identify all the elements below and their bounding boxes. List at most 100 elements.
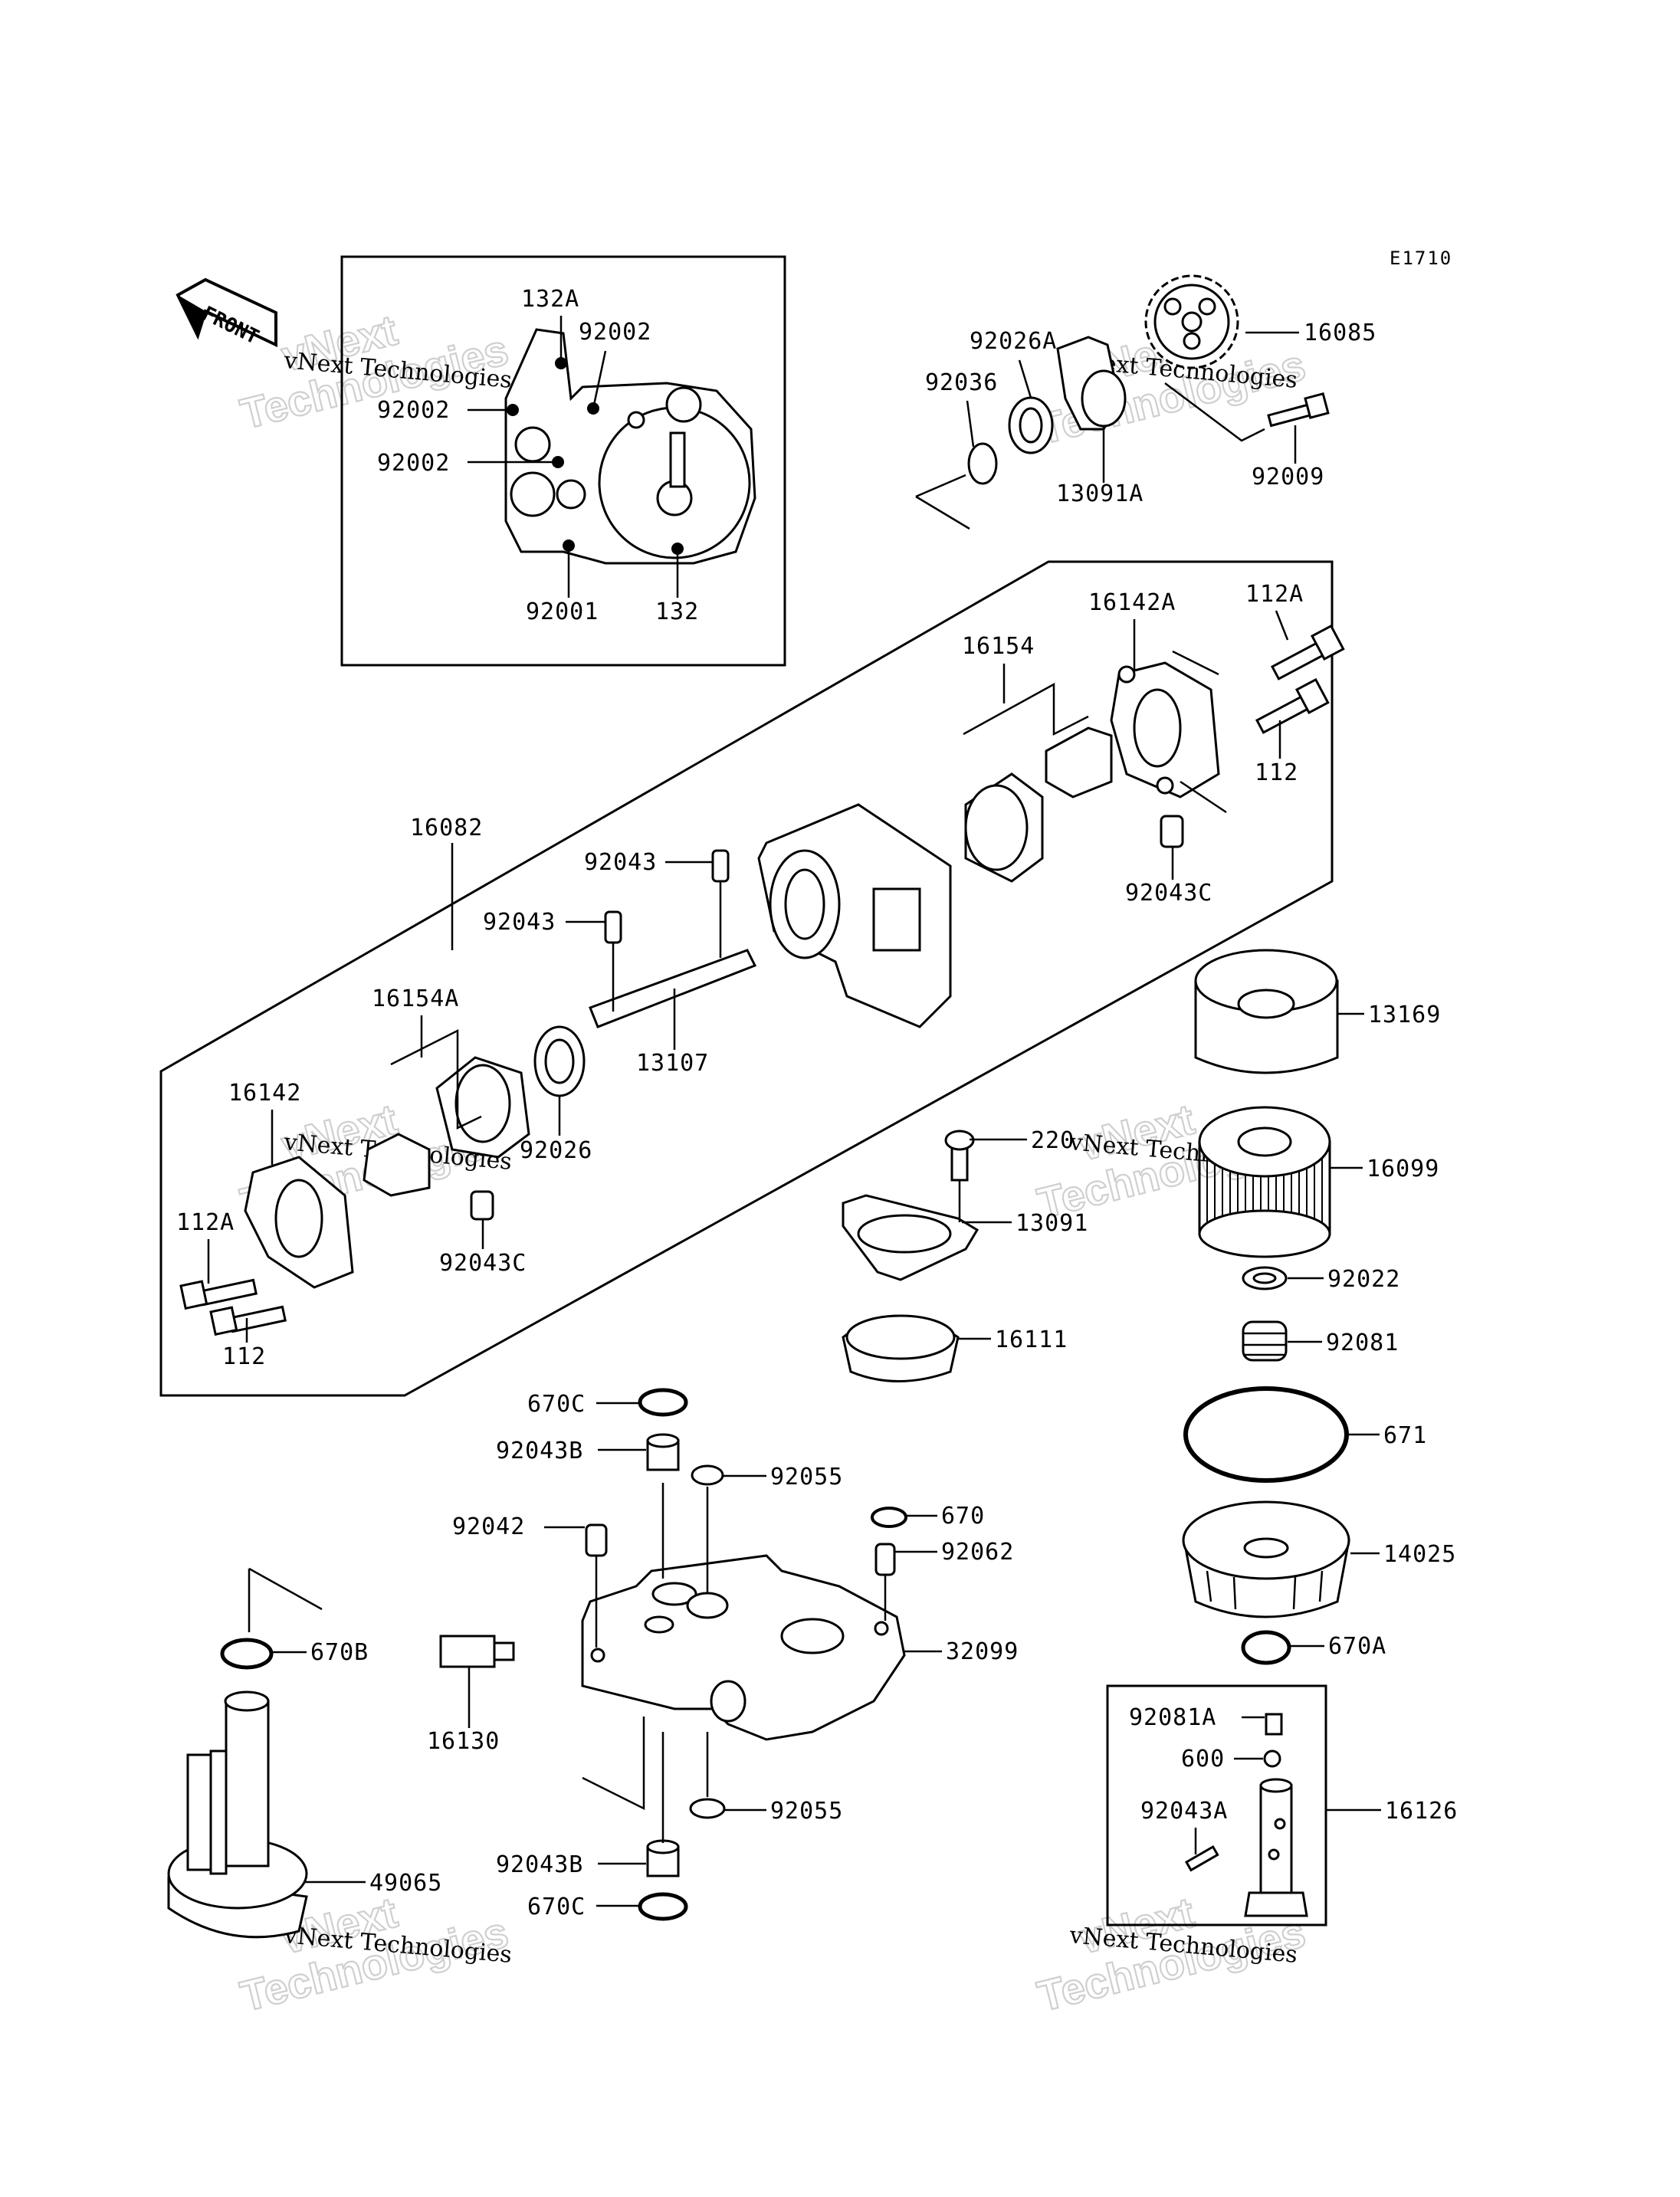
part-label: 32099 — [946, 1638, 1019, 1665]
bolt-92009 — [1267, 392, 1330, 428]
filter-cover-14025 — [1182, 1500, 1350, 1618]
inner-rotor-16154 — [1045, 726, 1113, 798]
pump-cover — [504, 328, 756, 565]
pump-cover-detail-frame — [340, 255, 786, 667]
part-labels: 132A 92002 92002 92002 92001 132 92026A … — [176, 286, 1458, 1920]
part-label: 13091 — [1016, 1210, 1088, 1237]
part-label: 670 — [941, 1503, 985, 1530]
screw-220 — [944, 1130, 975, 1182]
shaft-13107 — [589, 949, 757, 1028]
part-label: 49065 — [369, 1870, 442, 1897]
o-ring-671 — [1183, 1386, 1349, 1483]
part-label: 92026 — [520, 1137, 592, 1164]
circlip-92036 — [967, 442, 998, 485]
part-label: 92043A — [1140, 1798, 1228, 1825]
part-label: 16085 — [1304, 320, 1376, 346]
part-label: 112A — [176, 1209, 235, 1236]
outer-rotor-16154A — [435, 1056, 530, 1159]
collar-92043B-bottom — [646, 1839, 680, 1877]
inner-rotor-16154A — [363, 1133, 431, 1197]
plug-16130 — [439, 1635, 515, 1668]
part-label: 600 — [1181, 1746, 1225, 1772]
part-label: 14025 — [1383, 1541, 1456, 1568]
part-label: 92043B — [496, 1438, 583, 1464]
part-label: 92043 — [584, 849, 657, 876]
part-label: 16126 — [1385, 1798, 1458, 1825]
part-label: 16142A — [1088, 589, 1176, 616]
part-label: 92055 — [770, 1464, 843, 1490]
part-label: 92002 — [377, 450, 450, 477]
bolt-112A-bottom — [179, 1278, 258, 1310]
bolt-112A-top — [1270, 624, 1345, 680]
pump-assembly-frame — [159, 560, 1334, 1397]
part-label: 112 — [222, 1343, 266, 1370]
part-label: 671 — [1383, 1422, 1427, 1449]
dowel-92042 — [585, 1523, 608, 1557]
part-label: 16142 — [228, 1080, 301, 1107]
part-label: 16130 — [427, 1728, 500, 1755]
pump-housing-body — [757, 803, 952, 1028]
o-ring-670A — [1241, 1630, 1291, 1665]
diagram-code: E1710 — [1390, 248, 1452, 269]
part-label: 92002 — [579, 319, 651, 346]
part-label: 132A — [521, 286, 579, 313]
part-label: 16111 — [995, 1326, 1068, 1353]
o-ring-670C-top — [638, 1388, 688, 1417]
ball-600 — [1263, 1749, 1281, 1768]
o-ring-670C-bottom — [638, 1892, 688, 1921]
spring-92081A — [1265, 1713, 1283, 1736]
part-label: 92043C — [1125, 880, 1212, 907]
part-label: 670C — [527, 1894, 586, 1920]
filter-cap-13169 — [1194, 949, 1339, 1074]
part-label: 92026A — [970, 328, 1057, 355]
part-label: 92001 — [526, 598, 599, 625]
part-label: 92036 — [925, 369, 998, 396]
part-label: 92022 — [1327, 1266, 1400, 1293]
o-ring-670B — [220, 1638, 274, 1670]
shaft-13091A — [1056, 336, 1127, 431]
bolt-112-top — [1255, 677, 1330, 734]
part-label: 92062 — [941, 1539, 1014, 1566]
dowel-92062 — [874, 1543, 896, 1576]
part-label: 92081A — [1129, 1704, 1216, 1731]
front-arrow-icon: FRONT — [176, 277, 277, 349]
part-label: 670A — [1328, 1633, 1386, 1660]
washer-92055-bottom — [689, 1798, 726, 1819]
part-label: 112 — [1255, 759, 1298, 786]
bolt-112-bottom — [209, 1305, 287, 1336]
oil-pump-gear — [1144, 274, 1239, 369]
part-label: 16082 — [410, 815, 483, 841]
part-label: 13107 — [636, 1050, 709, 1077]
part-label: 220 — [1031, 1127, 1075, 1154]
dowel-92043C-bottom — [470, 1190, 494, 1221]
dowel-92043C-top — [1160, 815, 1184, 848]
part-label: 92002 — [377, 397, 450, 424]
relief-valve-frame — [1106, 1684, 1327, 1926]
part-label: 13169 — [1368, 1002, 1441, 1028]
part-label: 132 — [655, 598, 699, 625]
part-label: 92009 — [1252, 464, 1324, 490]
pump-cover-16142A — [1110, 661, 1220, 798]
washer-92055-top — [691, 1464, 724, 1486]
part-label: 92081 — [1326, 1330, 1399, 1356]
relief-valve-16126 — [1244, 1778, 1308, 1917]
pin-92043-upper — [711, 849, 730, 883]
pin-92043-lower — [604, 910, 622, 944]
part-label: 92043 — [483, 909, 556, 936]
pin-92043A — [1184, 1844, 1219, 1872]
part-label: 92043B — [496, 1851, 583, 1878]
part-label: 13091A — [1056, 480, 1144, 507]
part-label: 16154 — [962, 633, 1035, 660]
screen-16111 — [842, 1314, 960, 1382]
part-label: 112A — [1245, 581, 1304, 608]
pump-cover-16142 — [244, 1156, 354, 1289]
part-label: 92042 — [452, 1513, 525, 1540]
o-ring-670 — [871, 1507, 907, 1528]
outer-rotor-16154 — [964, 772, 1044, 883]
plate-13091 — [842, 1194, 979, 1281]
part-label: 16099 — [1367, 1156, 1439, 1182]
collar-92043B-top — [646, 1433, 680, 1471]
part-label: 670B — [310, 1639, 369, 1666]
pump-body-32099 — [581, 1554, 906, 1741]
